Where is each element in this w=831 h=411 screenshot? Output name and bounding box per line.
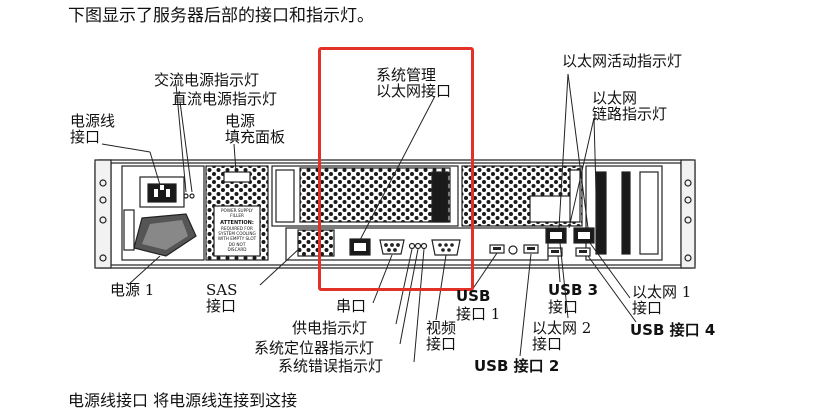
dc-power-led-label: 直流电源指示灯: [172, 90, 278, 108]
psu-filler-label-2: 填充面板: [225, 128, 286, 146]
filler-card-line: DO NOT: [229, 242, 246, 247]
serial-port-label: 串口: [336, 297, 367, 315]
ethernet-activity-led-label: 以太网活动指示灯: [562, 52, 683, 70]
sas-label-1: SAS: [206, 281, 238, 299]
mgmt-ethernet-label-2: 以太网接口: [376, 82, 452, 100]
rear-ports: [349, 227, 595, 257]
filler-card-line: WITH EMPTY SLOT: [218, 236, 257, 241]
usb-4-label: USB 接口 4: [630, 321, 716, 339]
psu-filler-panel: [205, 165, 269, 261]
locator-led-label: 系统定位器指示灯: [254, 339, 375, 357]
power-cord-label-1: 电源线: [70, 112, 116, 130]
usb-1-label-2: 接口 1: [456, 305, 501, 323]
pci-and-io-area: [271, 165, 549, 261]
ethernet-1-label-1: 以太网 1: [632, 283, 692, 301]
power-led-label: 供电指示灯: [292, 319, 368, 337]
power-cord-label-2: 接口: [70, 128, 101, 146]
psu-1-label: 电源 1: [110, 281, 155, 299]
ethernet-2-label-2: 接口: [532, 335, 563, 353]
sas-label-2: 接口: [206, 297, 237, 315]
error-led: [420, 242, 428, 250]
filler-card-line: REQUIRED FOR: [221, 226, 253, 231]
nmi-button: [508, 245, 518, 255]
ethernet-link-led-label-1: 以太网: [592, 89, 638, 107]
usb-3-label-1: USB 3: [548, 281, 599, 299]
heading: 下图显示了服务器后部的接口和指示灯。: [68, 6, 374, 26]
ethernet-link-led-label-2: 链路指示灯: [592, 105, 668, 123]
psu-filler-label-1: 电源: [225, 112, 256, 130]
usb-1-label-1: USB: [456, 287, 491, 305]
highlight-box: [318, 47, 474, 291]
filler-card-line: POWER SUPPLY: [221, 208, 253, 213]
video-label-1: 视频: [426, 319, 457, 337]
usb-3-label-2: 接口: [548, 298, 579, 316]
ethernet-2-label-1: 以太网 2: [532, 319, 592, 337]
filler-card-line: SYSTEM COOLING: [218, 231, 255, 236]
ethernet-1-label-2: 接口: [632, 299, 663, 317]
locator-led: [414, 242, 422, 250]
chassis: [94, 159, 696, 269]
filler-card-line: FILLER: [230, 213, 244, 218]
ac-power-led-label: 交流电源指示灯: [154, 71, 260, 89]
cut-off-text: 电源线接口 将电源线连接到这接: [68, 391, 298, 410]
power-led: [408, 242, 416, 250]
error-led-label: 系统错误指示灯: [278, 357, 384, 375]
usb-2-label: USB 接口 2: [474, 357, 560, 375]
power-supply-1: [121, 165, 205, 261]
filler-card-line: DISCARD: [227, 247, 246, 252]
leader-lines: [101, 73, 637, 363]
mgmt-ethernet-label-1: 系统管理: [376, 66, 437, 84]
filler-card-line: ATTENTION:: [220, 220, 254, 226]
video-label-2: 接口: [426, 335, 457, 353]
